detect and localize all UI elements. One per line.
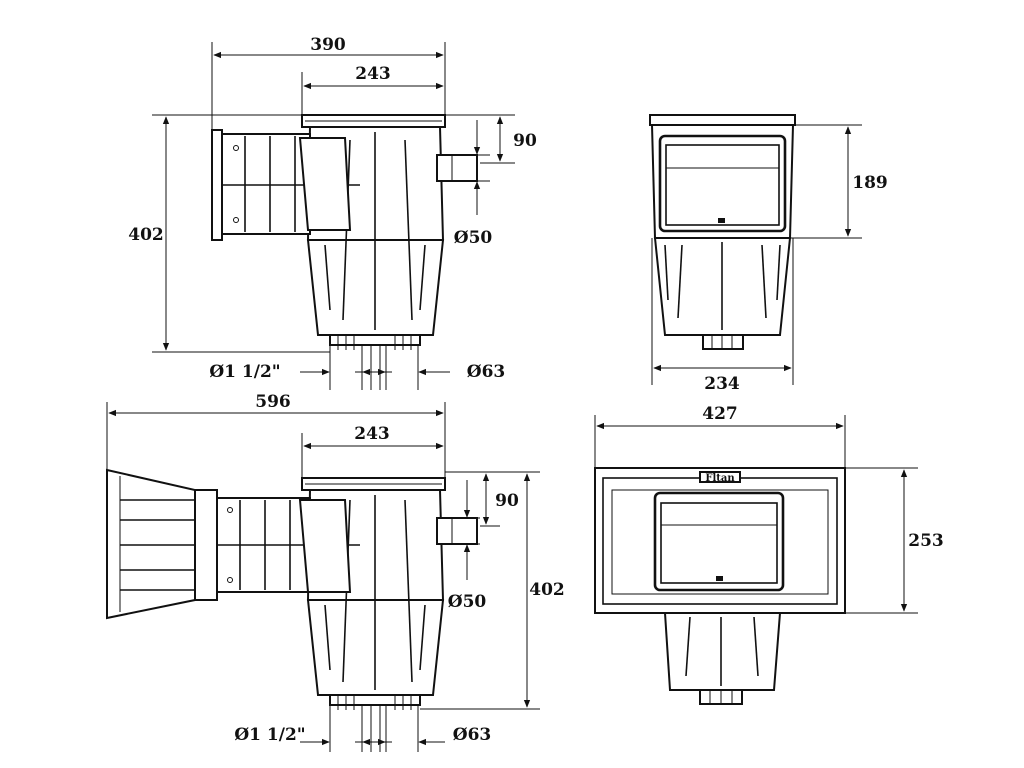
view-bottom-left-side [106, 468, 478, 710]
dim-text-thread-b: Ø1 1/2" [234, 725, 305, 745]
dim-text-189: 189 [852, 173, 888, 193]
view-top-left-side [211, 114, 478, 350]
dim-text-243-b: 243 [354, 424, 390, 444]
front-mouth-frame [658, 134, 787, 233]
mouth-extension [221, 133, 311, 235]
base-teeth [329, 334, 421, 350]
weir-flap-2 [298, 499, 352, 593]
dim-text-243: 243 [355, 64, 391, 84]
dim-text-427: 427 [702, 404, 738, 424]
front-lid [649, 114, 796, 126]
dim-text-d63: Ø63 [467, 362, 505, 382]
dim-text-d63-b: Ø63 [453, 725, 491, 745]
brand-plate-text: Fltan [705, 473, 735, 484]
view-bottom-left-dimensions: 596 243 402 90 Ø50 Ø1 1/2" Ø63 [106, 392, 565, 752]
wide-mouth-collar [194, 489, 218, 601]
dim-text-596: 596 [255, 392, 291, 412]
dim-text-402-b: 402 [529, 580, 565, 600]
dim-text-d50-b: Ø50 [448, 592, 487, 612]
base-teeth-2 [329, 694, 421, 710]
wide-front-basket-body [663, 612, 782, 691]
wide-front-mouth-opening [660, 502, 778, 584]
view-bottom-right-dimensions: 427 253 [594, 404, 944, 614]
mouth-flange [211, 129, 223, 241]
side-inlet-pipe-2 [436, 517, 478, 545]
view-top-left-dimensions: 390 243 402 90 Ø50 Ø1 1/2" Ø63 [128, 35, 537, 390]
side-inlet-pipe [436, 154, 478, 182]
view-bottom-right-front: Fltan [594, 467, 846, 705]
view-top-right-dimensions: 189 234 [651, 124, 888, 394]
dim-text-234: 234 [704, 374, 740, 394]
brand-plate [699, 471, 741, 483]
dim-text-90: 90 [513, 131, 537, 151]
view-top-right-front [649, 114, 796, 350]
front-outlet [702, 334, 744, 350]
dim-text-d50: Ø50 [454, 228, 493, 248]
dim-text-90-b: 90 [495, 491, 519, 511]
weir-flap [298, 137, 352, 231]
wide-front-mouth-frame [653, 491, 785, 592]
dim-text-390: 390 [310, 35, 346, 55]
front-mouth-opening [665, 144, 780, 226]
dim-text-253: 253 [908, 531, 944, 551]
dim-text-402: 402 [128, 225, 164, 245]
dim-text-thread: Ø1 1/2" [209, 362, 280, 382]
